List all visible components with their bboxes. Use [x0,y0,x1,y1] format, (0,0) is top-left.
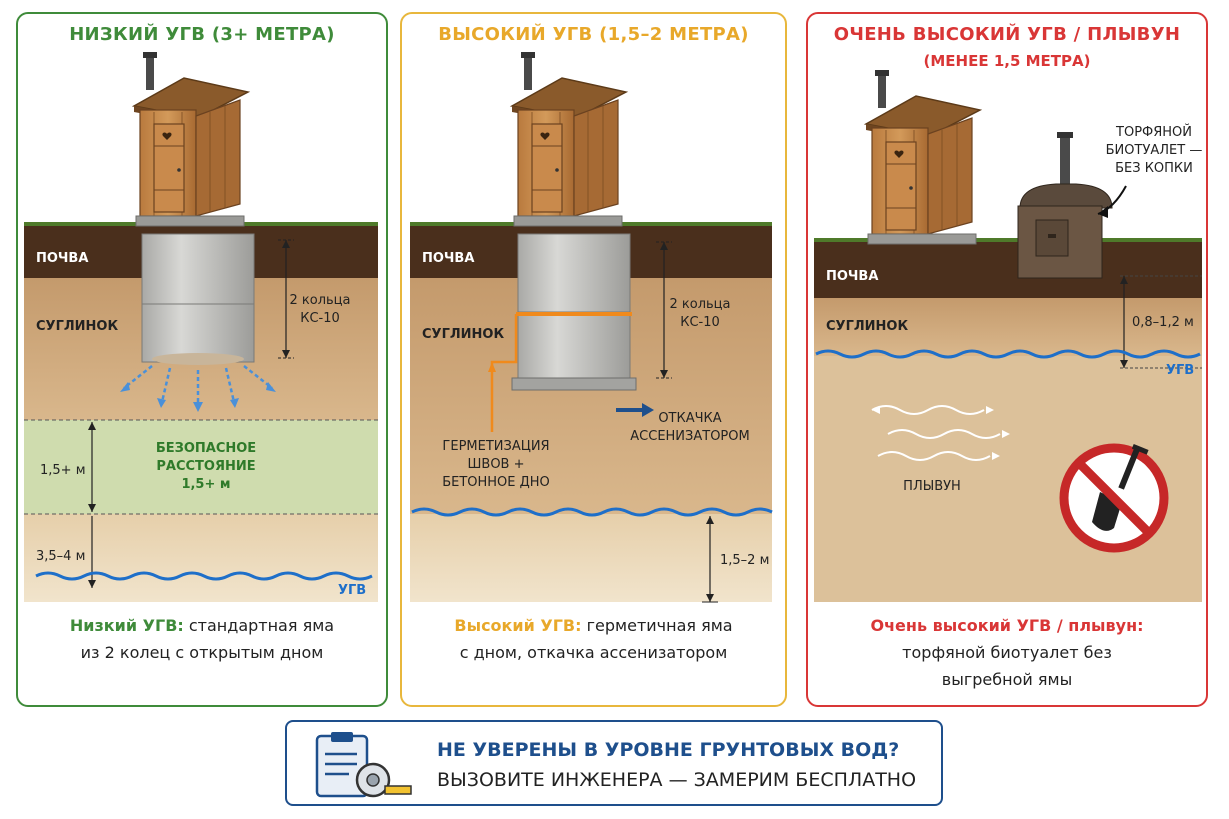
no-digging-icon [1059,443,1169,553]
seal-label: ГЕРМЕТИЗАЦИЯ [442,439,549,454]
quicksand-flow [871,405,1001,461]
soil-label: ПОЧВА [422,251,474,266]
peat-label-3: БЕЗ КОПКИ [1115,161,1193,176]
caption-bold: Высокий УГВ: [454,616,582,635]
water-line [411,507,773,517]
rings-type-label: КС-10 [300,311,340,326]
safe-label-3: 1,5+ м [181,477,230,492]
soil-label: ПОЧВА [36,251,88,266]
loam-label: СУГЛИНОК [36,319,118,334]
caption-text: стандартная яма [183,616,335,635]
panel-high-ugv: ВЫСОКИЙ УГВ (1,5–2 МЕТРА) ПОЧВА СУГЛИНОК [400,12,787,707]
seal-band [516,312,632,316]
ugv-label: УГВ [338,583,366,598]
panel-title: НИЗКИЙ УГВ (3+ МЕТРА) [69,24,335,45]
caption-line3: выгребной ямы [941,670,1073,689]
panel-low-ugv: НИЗКИЙ УГВ (3+ МЕТРА) [16,12,388,707]
seal-label-2: ШВОВ + [468,457,525,472]
scene-very-high-ugv: ПОЧВА СУГЛИНОК ТОРФЯНОЙ БИОТУАЛЕТ — БЕЗ … [814,69,1203,602]
water-line [35,571,373,581]
ugv-label: УГВ [1166,363,1194,378]
seal-label-3: БЕТОННОЕ ДНО [442,475,550,490]
scene-low-ugv: ПОЧВА СУГЛИНОК 2 кольца КС-10 БЕЗОПАСНОЕ… [24,51,378,602]
panel-caption: Высокий УГВ: герметичная яма с дном, отк… [402,612,785,666]
dist-label-a: 1,5+ м [40,463,86,478]
panel-caption: Очень высокий УГВ / плывун: торфяной био… [808,612,1206,693]
quicksand-label: ПЛЫВУН [903,479,961,494]
panel-title: ВЫСОКИЙ УГВ (1,5–2 МЕТРА) [438,24,749,45]
panel-caption: Низкий УГВ: стандартная яма из 2 колец с… [18,612,386,666]
tape-measure-icon [355,762,412,798]
peat-biotoilet [1017,132,1113,279]
cta-question: НЕ УВЕРЕНЫ В УРОВНЕ ГРУНТОВЫХ ВОД? [437,739,900,761]
outhouse [865,69,981,245]
caption-text: герметичная яма [581,616,733,635]
caption-bold: Очень высокий УГВ / плывун: [870,616,1144,635]
peat-label: ТОРФЯНОЙ [1115,124,1192,140]
dist-label-b: 3,5–4 м [36,549,85,564]
safe-label: БЕЗОПАСНОЕ [156,441,256,456]
water-line [815,349,1201,359]
cta-action: ВЫЗОВИТЕ ИНЖЕНЕРА — ЗАМЕРИМ БЕСПЛАТНО [437,769,917,791]
pump-label-2: АССЕНИЗАТОРОМ [630,429,749,444]
caption-line2: из 2 колец с открытым дном [80,643,324,662]
loam-label: СУГЛИНОК [826,319,908,334]
rings-label: 2 кольца [290,293,351,308]
rings-type-label: КС-10 [680,315,720,330]
clipboard-icon [315,732,412,798]
soil-label: ПОЧВА [826,269,878,284]
rings-label: 2 кольца [670,297,731,312]
scene-high-ugv: ПОЧВА СУГЛИНОК 2 кольца КС-10 ГЕРМЕТИЗАЦ… [410,51,773,603]
dist-label: 1,5–2 м [720,553,769,568]
outhouse [511,51,627,227]
caption-line2: торфяной биотуалет без [902,643,1112,662]
caption-bold: Низкий УГВ: [69,616,184,635]
pump-label: ОТКАЧКА [658,411,721,426]
panel-title: ОЧЕНЬ ВЫСОКИЙ УГВ / ПЛЫВУН [833,24,1181,45]
caption-line2: с дном, откачка ассенизатором [459,643,728,662]
panel-subtitle: (МЕНЕЕ 1,5 МЕТРА) [923,52,1091,70]
peat-label-2: БИОТУАЛЕТ — [1106,143,1203,158]
panel-very-high-ugv: ОЧЕНЬ ВЫСОКИЙ УГВ / ПЛЫВУН (МЕНЕЕ 1,5 МЕ… [806,12,1208,707]
cta-banner[interactable]: НЕ УВЕРЕНЫ В УРОВНЕ ГРУНТОВЫХ ВОД? ВЫЗОВ… [285,720,943,806]
loam-label: СУГЛИНОК [422,327,504,342]
safe-label-2: РАССТОЯНИЕ [156,459,255,474]
seepage-arrows [123,365,273,406]
outhouse [133,51,249,227]
dist-label: 0,8–1,2 м [1132,315,1194,330]
